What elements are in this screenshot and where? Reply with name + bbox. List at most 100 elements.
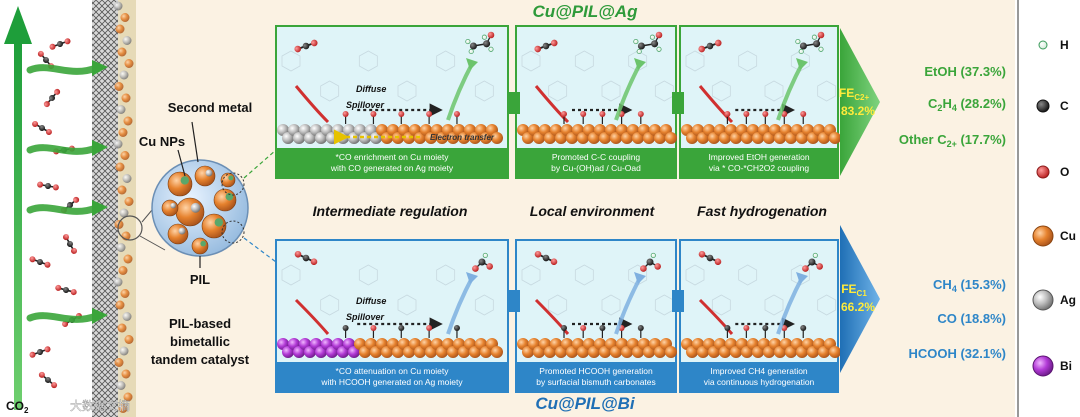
polymer-ring	[685, 50, 705, 72]
polymer-ring	[548, 294, 568, 316]
adsorbed-atom	[342, 325, 349, 331]
electrode-particle	[116, 105, 126, 114]
electrode-particle	[122, 174, 132, 183]
electrode-particle	[124, 335, 134, 344]
polymer-ring	[574, 50, 594, 72]
fe-c1-label: FEC1	[841, 282, 867, 298]
legend-label-ag: Ag	[1060, 293, 1076, 307]
polymer-ring	[817, 80, 837, 102]
label-spillover: Spillover	[346, 100, 385, 110]
co2-molecule	[698, 250, 722, 266]
electrode-particle	[119, 70, 129, 80]
second-metal-particle	[200, 240, 206, 247]
second-metal-particle	[190, 202, 201, 213]
flow-arrow	[26, 308, 108, 324]
legend-item-cu: Cu	[1032, 225, 1076, 247]
electrode-particle	[118, 266, 128, 275]
legend-atom-ag	[1032, 289, 1054, 311]
electrode-particle	[119, 208, 129, 218]
cu-atom	[829, 346, 841, 358]
caption-line-2: with CO generated on Ag moiety	[330, 163, 454, 173]
desorption-arrow-head	[796, 272, 808, 284]
zoom-circle-top	[221, 172, 245, 196]
legend-atom-cu	[1032, 225, 1054, 247]
polymer-ring	[685, 264, 705, 286]
co2-molecule	[294, 39, 318, 53]
top-title: Cu@PIL@Ag	[533, 2, 639, 21]
electrode-particle	[124, 197, 134, 206]
second-metal-particle	[228, 175, 234, 181]
adsorbed-o-atom	[370, 111, 377, 117]
adsorbed-atom	[580, 325, 587, 331]
polymer-ring	[436, 264, 456, 286]
caption-line-2: via * CO-*CH2O2 coupling	[709, 163, 809, 173]
product-other-c2: Other C2+ (17.7%)	[899, 132, 1006, 149]
adsorption-arrow	[294, 85, 330, 124]
label-local-environment: Local environment	[530, 203, 656, 219]
adsorbed-atom	[453, 325, 460, 331]
polymer-ring	[601, 80, 621, 102]
cu-atom	[491, 132, 503, 144]
label-catalyst-line-1: PIL-based	[169, 316, 231, 331]
c1-product-list: CH4 (15.3%) CO (18.8%) HCOOH (32.1%)	[908, 277, 1006, 361]
catalyst-sphere	[151, 159, 249, 257]
cu-nanoparticle	[220, 172, 236, 188]
zoom-circle-bottom	[221, 220, 245, 244]
adsorbed-atom	[637, 325, 644, 331]
adsorbed-atom	[781, 325, 788, 331]
adsorbed-o-atom	[800, 111, 807, 117]
co2-molecule	[49, 38, 71, 50]
adsorbed-o-atom	[453, 111, 460, 117]
adsorbed-atom	[561, 325, 567, 331]
adsorbed-atom	[762, 325, 769, 331]
c2-product-list: EtOH (37.3%) C2H4 (28.2%) Other C2+ (17.…	[899, 64, 1006, 149]
polymer-ring	[764, 294, 784, 316]
label-diffuse: Diffuse	[356, 84, 386, 94]
co2-molecule	[37, 181, 59, 191]
electrode-particle	[113, 139, 123, 149]
pointer-cu-nps	[177, 149, 186, 177]
polymer-ring	[764, 80, 784, 102]
bottom-connector-1	[508, 290, 520, 312]
flow-arrow	[26, 60, 108, 76]
flow-arrow	[26, 200, 108, 216]
polymer-ring	[320, 294, 340, 316]
adsorbed-o-atom	[561, 111, 567, 117]
electrode-particle	[120, 13, 130, 22]
watermark: 大数据文摘	[70, 398, 130, 413]
adsorbed-o-atom	[743, 111, 750, 117]
co2-molecule	[43, 88, 61, 108]
product-c2h4: C2H4 (28.2%)	[928, 96, 1006, 113]
electrode-particle	[117, 323, 127, 333]
legend-item-c: C	[1036, 99, 1069, 113]
cu-nanoparticle	[194, 165, 216, 187]
electrode-particle	[123, 116, 133, 126]
fe-c1-value: 66.2%	[841, 300, 875, 314]
label-co2: CO2	[6, 399, 29, 415]
cu-nanoparticle	[175, 197, 205, 227]
electrode-particle	[115, 300, 125, 310]
adsorbed-atom	[724, 325, 731, 331]
electrode-particle	[123, 254, 133, 264]
caption-bar	[680, 148, 838, 178]
up-arrow-head	[4, 6, 32, 44]
c2-product-molecule	[465, 31, 495, 55]
label-diffuse: Diffuse	[356, 296, 386, 306]
polymer-ring	[711, 294, 731, 316]
fe-c2-value: 83.2%	[841, 104, 875, 118]
co2-molecule	[294, 250, 318, 266]
adsorbed-atom	[426, 325, 433, 331]
polymer-ring	[358, 50, 378, 72]
cu-nanoparticle	[167, 223, 189, 245]
caption-line-2: with HCOOH generated on Ag moiety	[320, 377, 463, 387]
bottom-connector-2	[672, 290, 684, 312]
adsorption-arrow	[534, 298, 570, 335]
label-cu-nps: Cu NPs	[139, 134, 185, 149]
caption-line-1: Improved EtOH generation	[708, 152, 809, 162]
legend-item-bi: Bi	[1032, 355, 1072, 377]
legend-item-o: O	[1036, 165, 1069, 179]
